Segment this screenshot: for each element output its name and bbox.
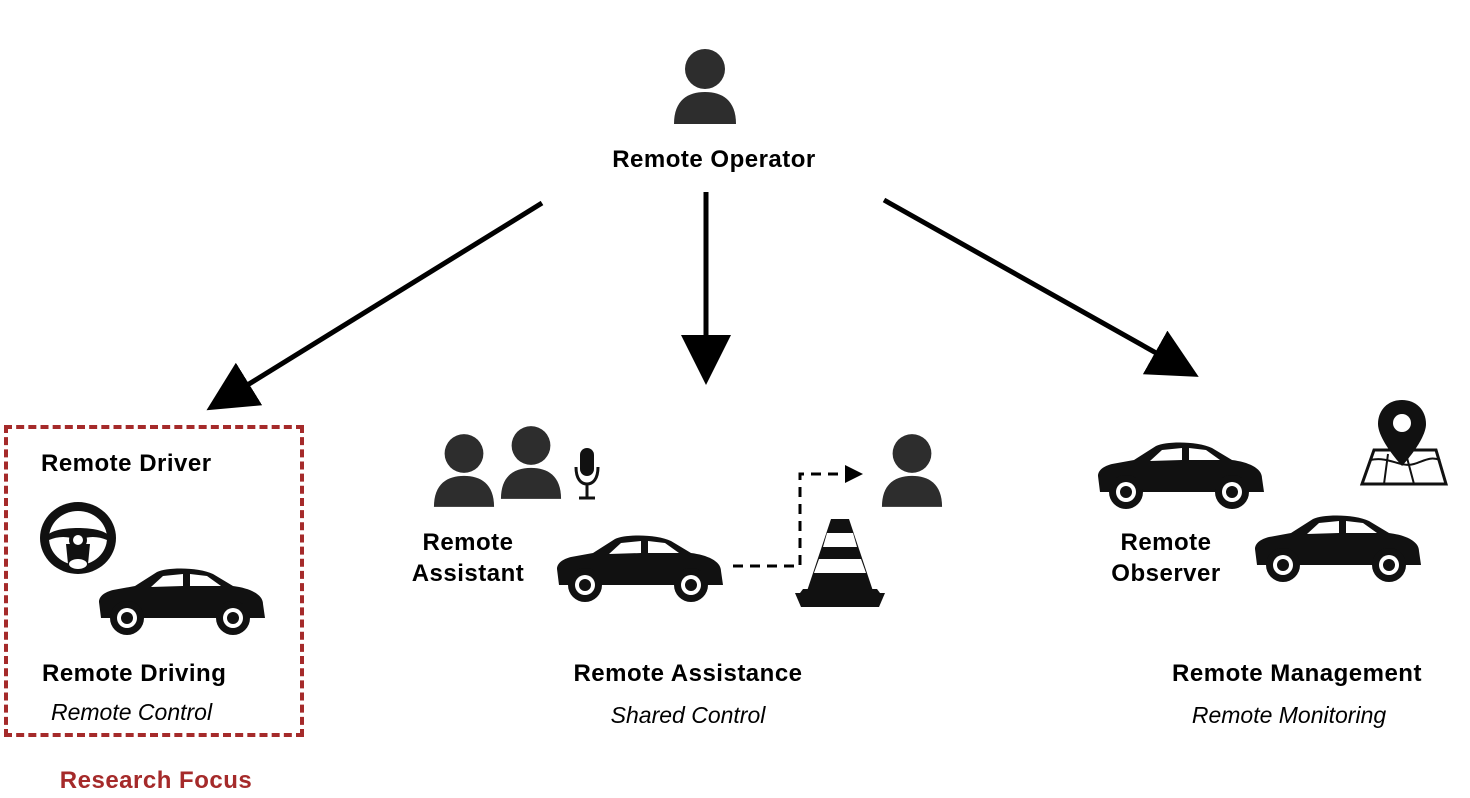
remote-control-label: Remote Control bbox=[51, 699, 213, 725]
car-icon bbox=[557, 535, 723, 602]
car-icon bbox=[1098, 442, 1264, 509]
map-pin-icon bbox=[1359, 400, 1449, 486]
remote-assistant-label-line2: Assistant bbox=[411, 560, 525, 587]
remote-observer-label-line1: Remote bbox=[1120, 529, 1212, 556]
arrow-to-remote-driving bbox=[206, 200, 544, 411]
remote-management-label: Remote Management bbox=[1172, 660, 1422, 687]
remote-observer-label-line2: Observer bbox=[1111, 560, 1221, 587]
steering-wheel-icon bbox=[40, 502, 116, 574]
research-focus-box bbox=[4, 425, 304, 737]
person-icon bbox=[433, 434, 495, 507]
remote-assistance-label: Remote Assistance bbox=[573, 660, 803, 687]
arrow-to-remote-management bbox=[882, 197, 1199, 377]
traffic-cone-icon bbox=[795, 519, 885, 607]
dashed-link bbox=[733, 465, 863, 568]
car-icon bbox=[99, 568, 265, 635]
person-icon bbox=[881, 434, 943, 507]
research-focus-label: Research Focus bbox=[59, 767, 253, 794]
remote-assistant-label-line1: Remote bbox=[422, 529, 514, 556]
shared-control-label: Shared Control bbox=[610, 702, 766, 728]
root-label: Remote Operator bbox=[612, 146, 816, 173]
car-icon bbox=[1255, 515, 1421, 582]
microphone-icon bbox=[574, 448, 600, 500]
remote-monitoring-label: Remote Monitoring bbox=[1191, 702, 1387, 728]
person-icon bbox=[674, 49, 736, 124]
person-icon bbox=[500, 426, 562, 499]
remote-driver-label: Remote Driver bbox=[41, 450, 212, 477]
remote-driving-label: Remote Driving bbox=[42, 660, 227, 687]
